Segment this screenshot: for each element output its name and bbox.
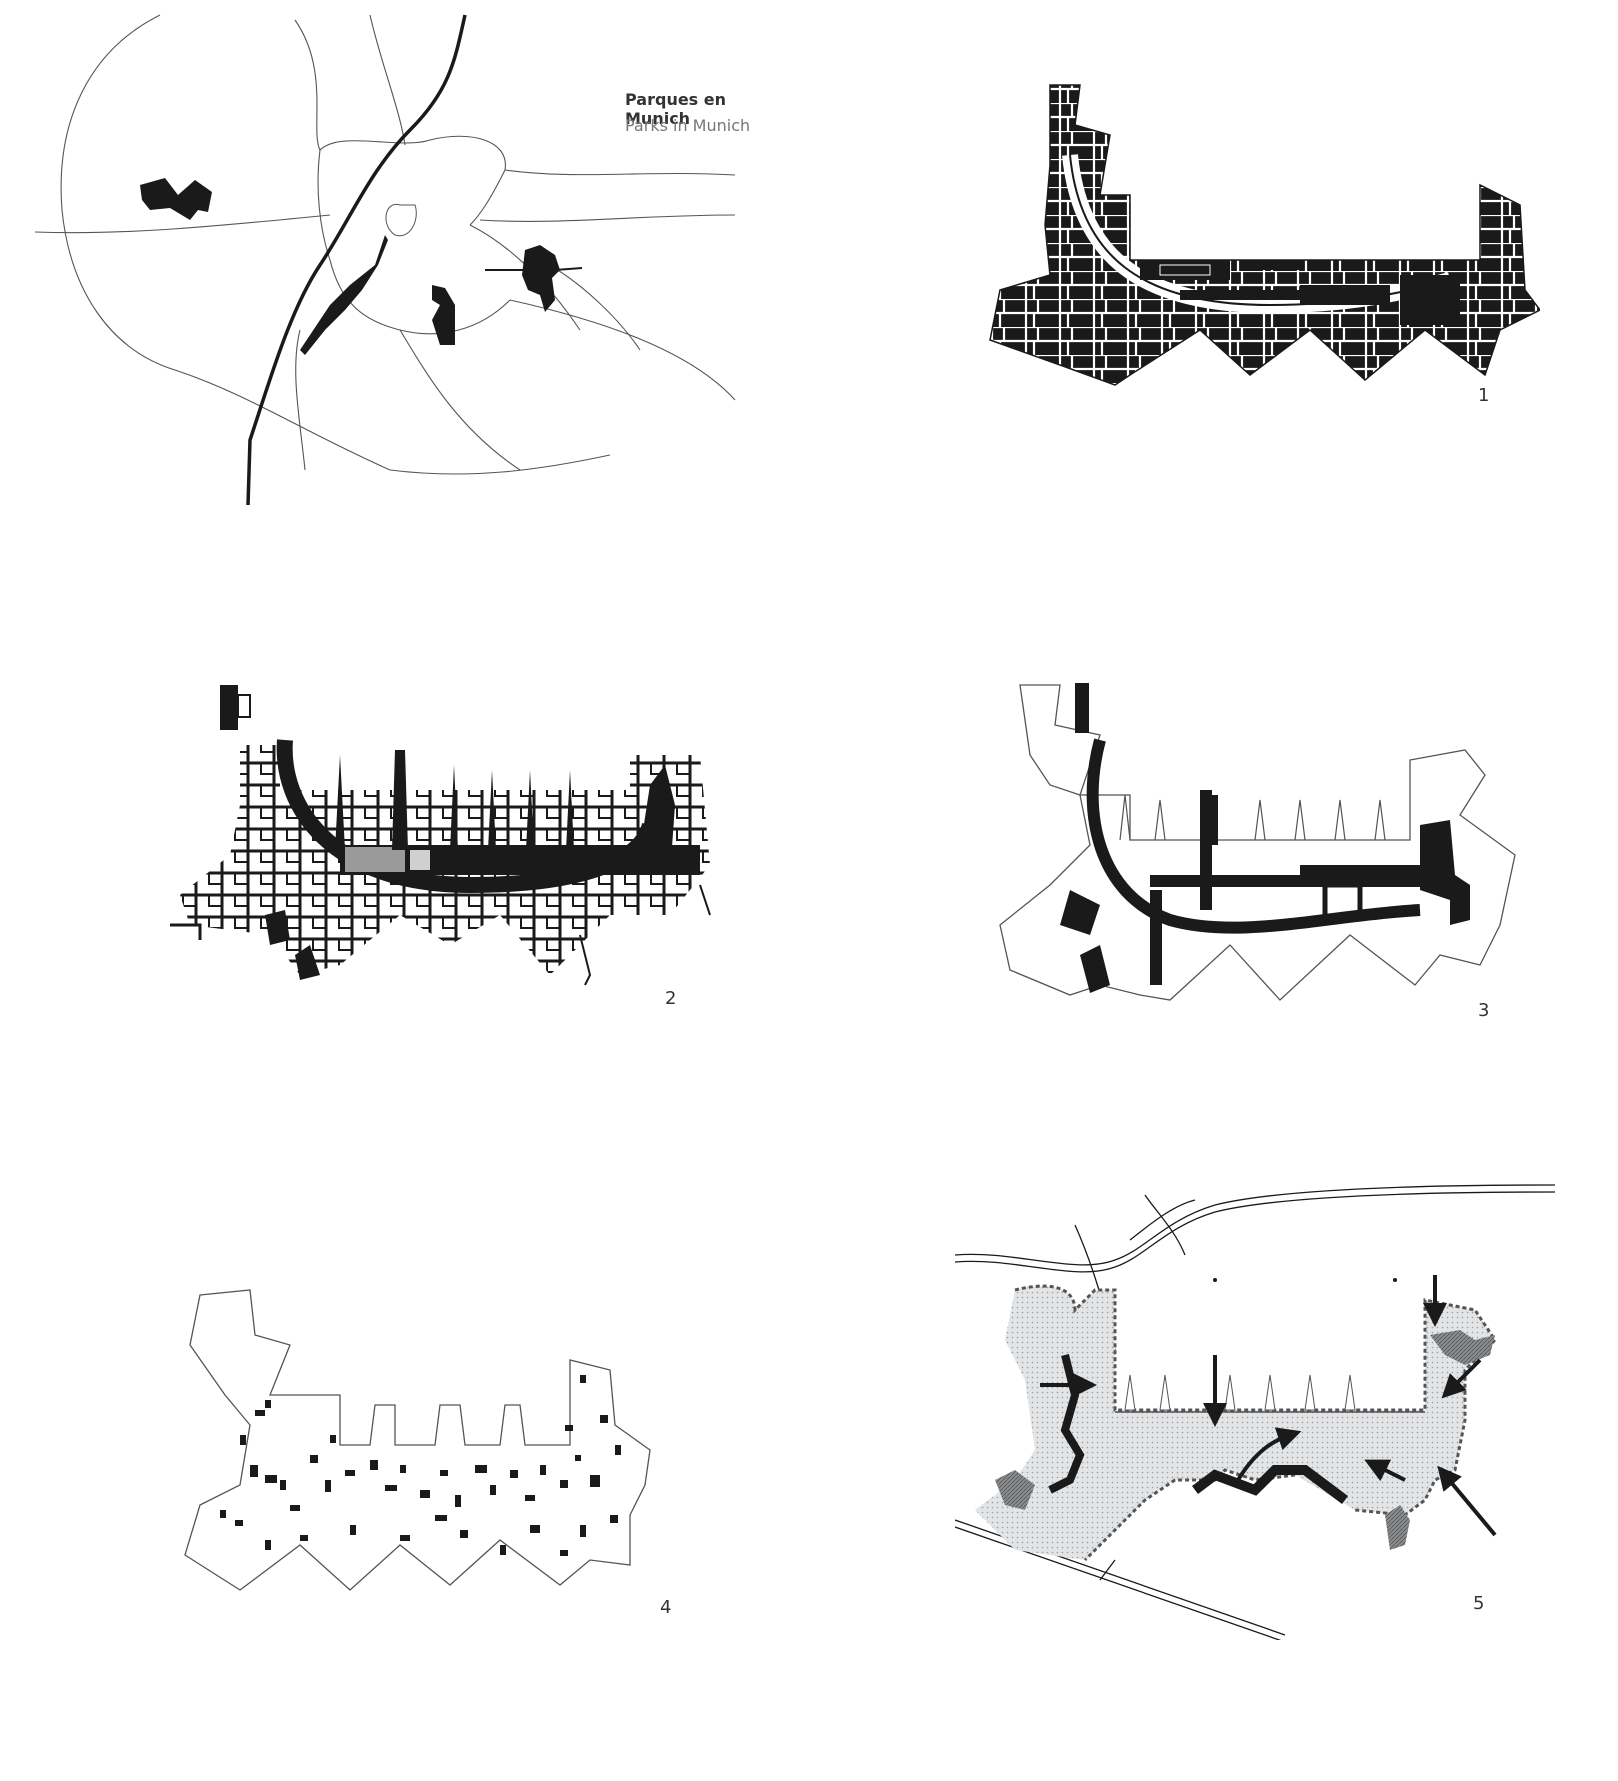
park-english-garden <box>300 235 388 355</box>
munich-parks-map: Parques en Munich Parks in Munich <box>0 0 780 510</box>
diagram-4-number: 4 <box>660 1597 672 1618</box>
river-isar <box>246 14 467 506</box>
diagram-2-number: 2 <box>665 988 677 1009</box>
map-title: Parques en Munich <box>625 90 727 128</box>
diagram-5: 5 <box>955 1180 1565 1640</box>
diagram-3-number: 3 <box>1478 1000 1490 1021</box>
diagram-3-outline <box>999 684 1516 1001</box>
diagram-4-outline <box>184 1289 651 1591</box>
diagram-1-number: 1 <box>1478 385 1490 406</box>
diagram-3-drawing <box>999 683 1516 1001</box>
diagram-5-number: 5 <box>1473 1593 1485 1614</box>
diagram-4: 4 <box>170 1285 730 1625</box>
diagram-4-drawing <box>184 1289 651 1591</box>
park-east-2 <box>522 245 560 312</box>
park-east-1 <box>432 285 455 345</box>
munich-map-drawing <box>34 14 736 506</box>
diagram-4-marks <box>220 1375 621 1556</box>
diagram-5-site <box>975 1286 1495 1560</box>
diagram-2: 2 <box>170 675 730 1015</box>
diagram-1: 1 <box>980 75 1540 420</box>
diagram-2-drawing <box>170 685 711 986</box>
map-subtitle: Parks in Munich <box>625 116 751 135</box>
diagram-1-drawing <box>989 84 1540 386</box>
diagram-5-drawing <box>955 1184 1556 1640</box>
diagram-3: 3 <box>980 675 1540 1030</box>
park-west <box>140 178 212 220</box>
